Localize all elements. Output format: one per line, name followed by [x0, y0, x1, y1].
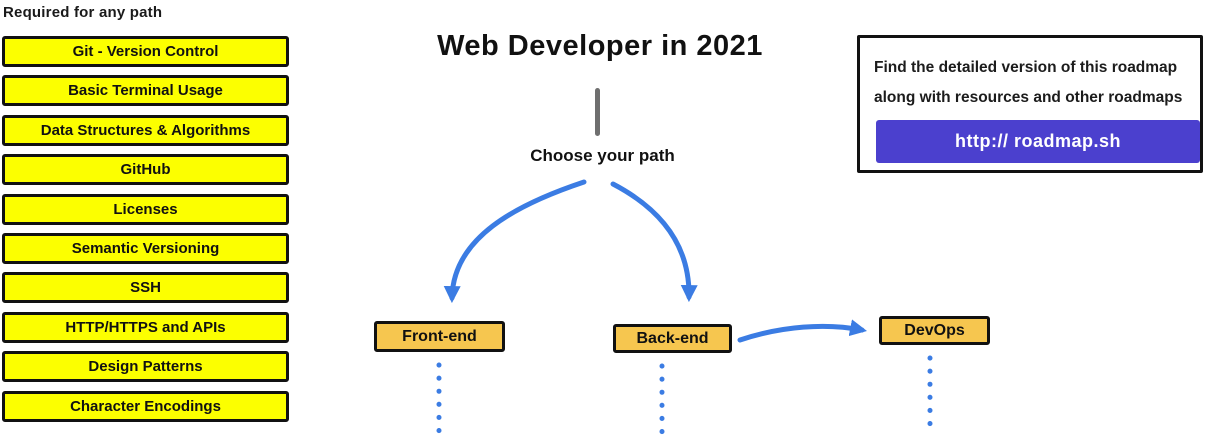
topic-basic-terminal-usage[interactable]: Basic Terminal Usage: [2, 75, 289, 107]
topic-data-structures-algorithms[interactable]: Data Structures & Algorithms: [2, 114, 289, 146]
topic-git[interactable]: Git - Version Control: [2, 36, 289, 67]
arrow-to-backend: [610, 181, 698, 303]
choose-path-label: Choose your path: [530, 146, 675, 165]
arrow-to-devops: [737, 319, 868, 343]
topic-semantic-versioning[interactable]: Semantic Versioning: [2, 232, 289, 264]
arrow-to-frontend: [443, 179, 587, 304]
topic-design-patterns[interactable]: Design Patterns: [2, 351, 289, 383]
topic-github[interactable]: GitHub: [2, 154, 289, 186]
path-box-frontend[interactable]: Front-end: [374, 321, 505, 352]
info-line-2: along with resources and other roadmaps: [874, 89, 1183, 106]
roadmap-url-button[interactable]: http:// roadmap.sh: [876, 120, 1200, 163]
page-title: Web Developer in 2021: [437, 30, 763, 62]
path-box-backend[interactable]: Back-end: [613, 324, 732, 353]
topic-licenses[interactable]: Licenses: [2, 193, 289, 225]
topic-character-encodings[interactable]: Character Encodings: [2, 390, 289, 422]
title-stem-line: [595, 88, 600, 136]
required-topics-list: Git - Version Control Basic Terminal Usa…: [2, 36, 289, 430]
info-box: Find the detailed version of this roadma…: [857, 35, 1203, 173]
topic-http-https-apis[interactable]: HTTP/HTTPS and APIs: [2, 311, 289, 343]
info-line-1: Find the detailed version of this roadma…: [874, 59, 1178, 76]
path-box-devops[interactable]: DevOps: [879, 316, 990, 345]
required-section-header: Required for any path: [3, 4, 163, 21]
topic-ssh[interactable]: SSH: [2, 272, 289, 304]
